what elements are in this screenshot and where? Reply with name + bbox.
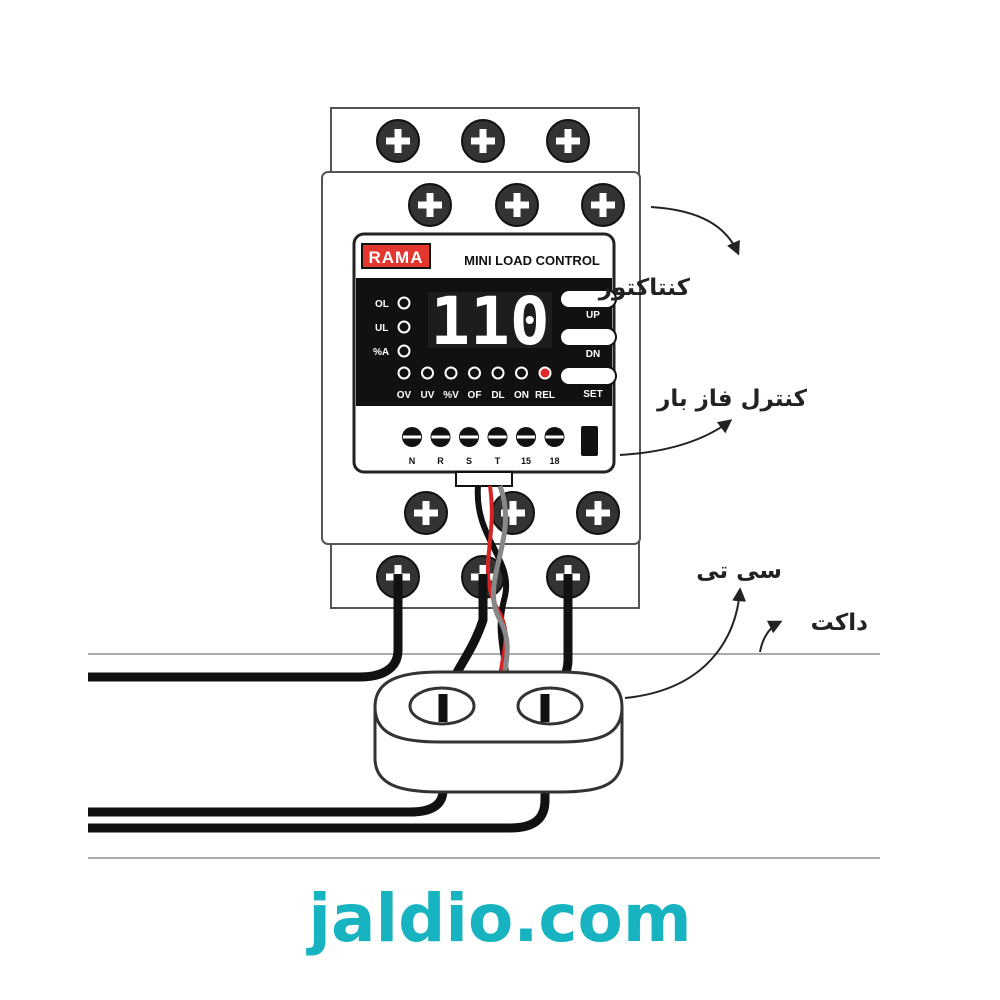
terminal-screw [576, 491, 620, 535]
left-indicator-group: OL UL %A [373, 296, 411, 358]
indicator-led-uv [421, 366, 434, 380]
seven-segment-display: 110 [430, 283, 549, 360]
set-button-label: SET [583, 389, 602, 400]
terminal-screw [495, 183, 539, 227]
brand-logo-box [361, 243, 431, 269]
site-url[interactable]: jaldio.com [308, 880, 692, 957]
cable-outlet [455, 471, 513, 487]
ct-top-edge [373, 706, 624, 744]
indicator-led-rel [538, 366, 552, 380]
terminal-label-r: R [437, 456, 444, 466]
terminal-block: N R S T 15 18 [402, 427, 565, 466]
display-digit-ghost [428, 292, 552, 348]
indicator-label-of: OF [468, 390, 482, 401]
terminal-connector-slot [581, 426, 598, 456]
arrow-phase-control [619, 419, 733, 456]
indicator-led-on [515, 366, 528, 380]
button-group: UP DN SET [559, 289, 617, 400]
terminal-label-t: T [495, 456, 501, 466]
terminal-screw [491, 491, 535, 535]
indicator-label-ol: OL [375, 299, 389, 310]
indicator-led-ov [397, 366, 411, 380]
arrow-contactor [650, 206, 740, 256]
indicator-label-ov: OV [397, 390, 412, 401]
indicator-label-pv: %V [443, 390, 459, 401]
up-button-label: UP [586, 310, 600, 321]
indicator-led-dl [491, 366, 505, 380]
indicator-label-uv: UV [421, 390, 435, 401]
terminal-screw [404, 491, 448, 535]
up-button[interactable] [559, 289, 617, 309]
brand-logo: RAMA [369, 248, 424, 267]
device-title: MINI LOAD CONTROL [464, 253, 600, 268]
cable-left [88, 574, 403, 682]
set-button[interactable] [559, 366, 617, 386]
indicator-led-pa [397, 344, 411, 358]
terminal-screw [408, 183, 452, 227]
terminal-label-n: N [409, 456, 416, 466]
indicator-label-ul: UL [375, 323, 388, 334]
ct-body [373, 670, 624, 794]
terminal-screw [376, 119, 420, 163]
terminal-screw [546, 119, 590, 163]
indicator-label-dl: DL [491, 390, 504, 401]
dn-button-label: DN [586, 349, 600, 360]
label-duct: داکت [811, 610, 869, 636]
indicator-led-ol [397, 296, 411, 310]
ct-hole-right [516, 686, 584, 726]
label-ct: سی تی [696, 558, 782, 584]
bottom-indicator-group: OV UV %V OF DL ON REL [397, 366, 555, 401]
dn-button[interactable] [559, 327, 617, 347]
terminal-label-s: S [466, 456, 472, 466]
arrow-duct [759, 620, 783, 653]
terminal-screw [581, 183, 625, 227]
indicator-led-ul [397, 320, 411, 334]
current-transformer [373, 670, 624, 794]
indicator-label-rel: REL [535, 390, 555, 401]
indicator-led-of [468, 366, 481, 380]
terminal-screw [461, 119, 505, 163]
terminal-label-18: 18 [549, 456, 559, 466]
terminal-label-15: 15 [521, 456, 531, 466]
arrow-ct [624, 587, 747, 699]
indicator-label-on: ON [514, 390, 529, 401]
label-phase-control: کنترل فاز بار [656, 386, 808, 412]
label-contactor: کنتاکتور [598, 275, 691, 301]
indicator-led-pv [444, 366, 458, 380]
indicator-label-pa: %A [373, 347, 389, 358]
